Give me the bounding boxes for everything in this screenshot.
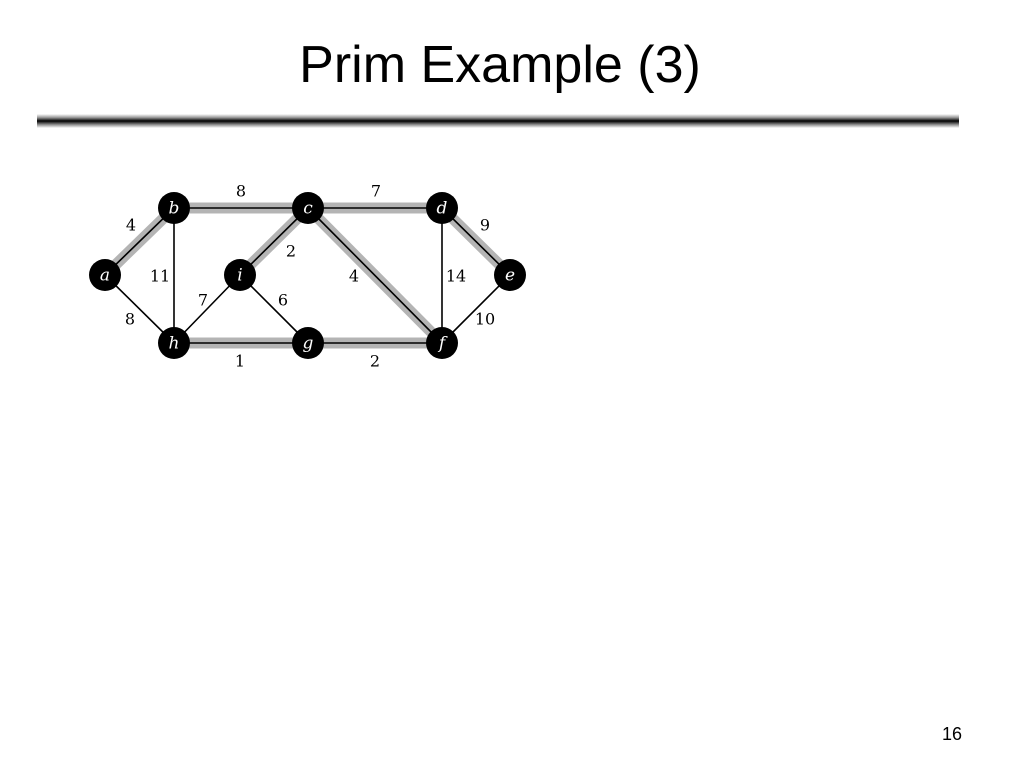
node-label-b: b bbox=[169, 199, 180, 219]
node-circle-d bbox=[426, 192, 458, 224]
node-b: b bbox=[158, 192, 190, 224]
node-label-a: a bbox=[100, 266, 110, 286]
node-circle-e bbox=[494, 259, 526, 291]
title-divider bbox=[37, 114, 959, 128]
edge-weight-i-g: 6 bbox=[278, 291, 288, 310]
edge-weight-i-h: 7 bbox=[198, 291, 208, 310]
node-a: a bbox=[89, 259, 121, 291]
edge-a-h bbox=[104, 274, 175, 344]
node-circle-g bbox=[292, 327, 324, 359]
node-circle-i bbox=[224, 259, 256, 291]
node-h: h bbox=[158, 327, 190, 359]
node-circle-h bbox=[158, 327, 190, 359]
node-circle-f bbox=[426, 327, 458, 359]
node-circle-a bbox=[89, 259, 121, 291]
node-label-i: i bbox=[237, 266, 242, 286]
node-d: d bbox=[426, 192, 458, 224]
node-label-d: d bbox=[437, 199, 448, 219]
edge-c-f bbox=[307, 207, 443, 344]
node-layer: a b c d e f g h i bbox=[89, 192, 526, 359]
edge-weight-e-f: 10 bbox=[475, 310, 495, 329]
edge-weight-h-g: 1 bbox=[235, 352, 245, 371]
node-g: g bbox=[292, 327, 324, 359]
edge-i-g bbox=[239, 274, 309, 344]
node-label-c: c bbox=[303, 199, 313, 219]
weight-label-layer: 4 8 7 9 8 11 2 7 6 4 14 10 1 2 bbox=[125, 182, 495, 371]
node-c: c bbox=[292, 192, 324, 224]
edge-weight-g-f: 2 bbox=[370, 352, 380, 371]
node-circle-c bbox=[292, 192, 324, 224]
edge-weight-c-d: 7 bbox=[371, 182, 381, 201]
edge-e-f bbox=[441, 274, 511, 344]
edge-weight-a-h: 8 bbox=[125, 310, 135, 329]
node-circle-b bbox=[158, 192, 190, 224]
node-label-e: e bbox=[505, 266, 515, 286]
edge-weight-b-h: 11 bbox=[150, 267, 170, 286]
node-label-h: h bbox=[169, 334, 180, 354]
node-label-f: f bbox=[437, 334, 448, 354]
node-i: i bbox=[224, 259, 256, 291]
edge-weight-c-i: 2 bbox=[286, 242, 296, 261]
slide-title: Prim Example (3) bbox=[299, 36, 701, 94]
page-number: 16 bbox=[941, 724, 962, 744]
edge-weight-d-f: 14 bbox=[446, 267, 466, 286]
node-f: f bbox=[426, 327, 458, 359]
edge-a-b bbox=[104, 207, 175, 276]
edge-weight-a-b: 4 bbox=[126, 216, 136, 235]
edge-weight-c-f: 4 bbox=[349, 267, 359, 286]
edge-weight-b-c: 8 bbox=[236, 182, 246, 201]
node-label-g: g bbox=[303, 334, 314, 354]
edge-weight-d-e: 9 bbox=[480, 216, 490, 235]
node-e: e bbox=[494, 259, 526, 291]
